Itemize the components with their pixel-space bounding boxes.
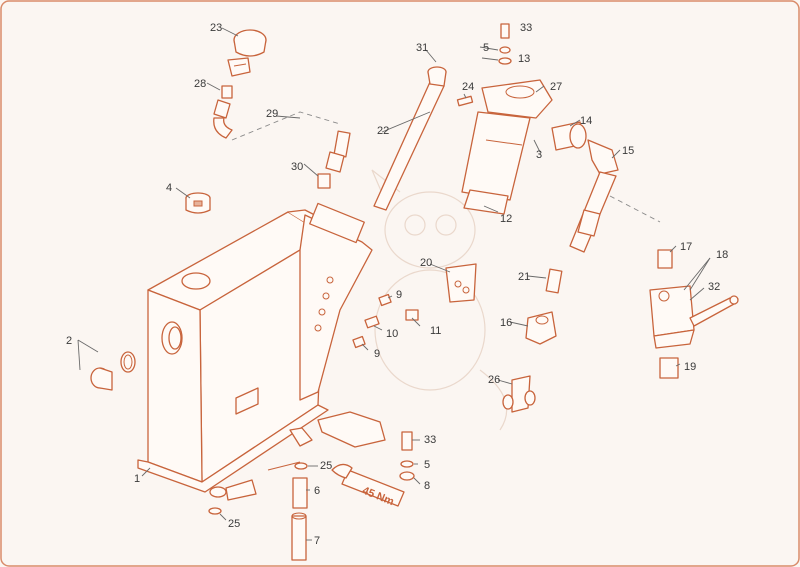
callout-33-bottom: 33 (424, 434, 436, 446)
callout-31: 31 (416, 42, 428, 54)
callout-20: 20 (420, 257, 432, 269)
callout-16: 16 (500, 317, 512, 329)
small-fittings (352, 293, 419, 349)
callout-6: 6 (314, 485, 320, 497)
callout-2: 2 (66, 335, 72, 347)
bolt-part-33-top (498, 23, 512, 65)
callout-15: 15 (622, 145, 634, 157)
mounting-bracket (289, 202, 386, 448)
callout-5-top: 5 (483, 42, 489, 54)
callout-12: 12 (500, 213, 512, 225)
fitting-part-30 (317, 151, 345, 189)
callout-25-lower: 25 (228, 518, 240, 530)
screw-part-24 (456, 95, 474, 107)
elbow-part-16 (525, 311, 557, 345)
callout-5-bottom: 5 (424, 459, 430, 471)
callout-4: 4 (166, 182, 172, 194)
torque-wrench-icon: 45 Nm (331, 463, 405, 508)
lower-parts (208, 431, 415, 561)
callout-26: 26 (488, 374, 500, 386)
callout-8: 8 (424, 480, 430, 492)
callout-25-upper: 25 (320, 460, 332, 472)
callout-28: 28 (194, 78, 206, 90)
plug-part-4 (185, 192, 211, 214)
filler-cap-part-23 (227, 29, 267, 77)
callout-21: 21 (518, 271, 530, 283)
callout-labels: 23 33 5 13 31 27 24 28 29 22 14 3 15 30 … (66, 22, 728, 547)
hose-part-29 (213, 85, 351, 158)
callout-3: 3 (536, 149, 542, 161)
callout-27: 27 (550, 81, 562, 93)
connection-line (609, 195, 661, 223)
tee-part-26 (502, 375, 536, 413)
elbow-part-15 (551, 121, 619, 253)
callout-7: 7 (314, 535, 320, 547)
tube-part-22 (373, 66, 447, 211)
bag-part-20 (445, 263, 477, 303)
leader-lines (77, 27, 711, 541)
callout-23: 23 (210, 22, 222, 34)
callout-29: 29 (266, 108, 278, 120)
callout-10: 10 (386, 328, 398, 340)
callout-22: 22 (377, 125, 389, 137)
fitting-part-21 (545, 268, 563, 294)
plug-part-2 (90, 351, 136, 391)
callout-18: 18 (716, 249, 728, 261)
callout-11: 11 (430, 325, 441, 337)
valve-part-18 (649, 249, 739, 379)
filter-housing-part-27 (461, 79, 553, 215)
callout-13: 13 (518, 53, 530, 65)
callout-9-upper: 9 (396, 289, 402, 301)
callout-30: 30 (291, 161, 303, 173)
callout-32: 32 (708, 281, 720, 293)
callout-9-lower: 9 (374, 348, 380, 360)
callout-33-top: 33 (520, 22, 532, 34)
callout-1: 1 (134, 473, 140, 485)
callout-14: 14 (580, 115, 592, 127)
callout-17: 17 (680, 241, 692, 253)
callout-19: 19 (684, 361, 696, 373)
callout-24: 24 (462, 81, 474, 93)
tank-part-1 (137, 209, 341, 493)
